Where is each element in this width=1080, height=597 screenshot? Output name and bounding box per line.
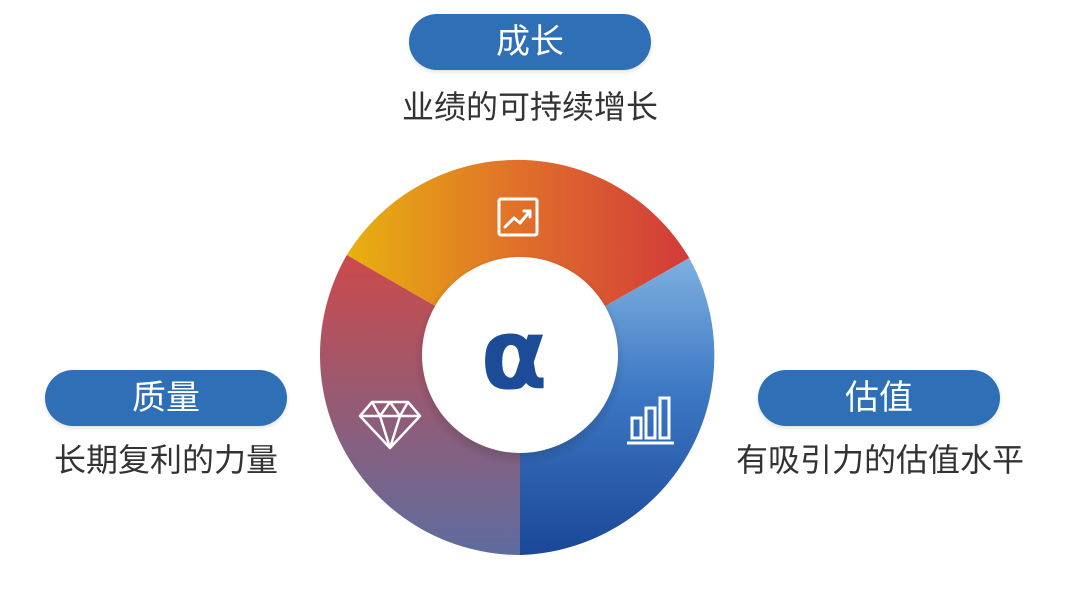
valuation-description: 有吸引力的估值水平 [735, 441, 1024, 479]
trend-chart-icon [497, 197, 539, 237]
quality-label-pill: 质量 [45, 370, 287, 426]
growth-description: 业绩的可持续增长 [401, 88, 658, 126]
bar-chart-icon [627, 396, 674, 445]
center-circle [422, 257, 618, 453]
growth-label-pill: 成长 [409, 14, 651, 70]
alpha-symbol: α [480, 298, 547, 412]
diamond-icon [358, 400, 422, 450]
valuation-label-pill: 估值 [758, 370, 1000, 426]
quality-description: 长期复利的力量 [53, 441, 278, 479]
